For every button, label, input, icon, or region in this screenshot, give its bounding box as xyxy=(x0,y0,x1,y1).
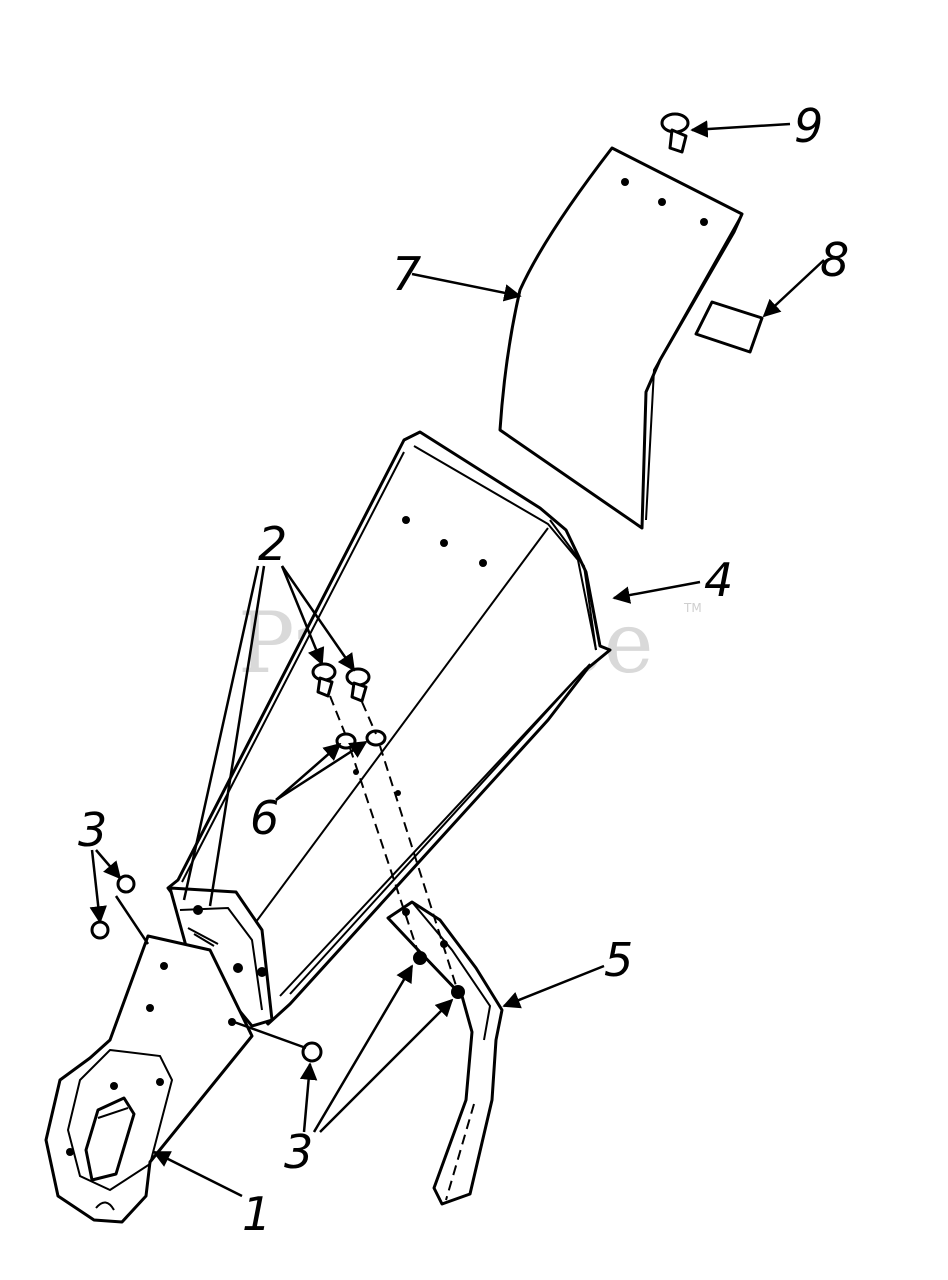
callout-4: 4 xyxy=(704,553,733,607)
part-5-support-bracket xyxy=(386,900,504,1206)
callout-9: 9 xyxy=(794,99,823,153)
callout-8: 8 xyxy=(820,233,849,287)
part-3-nuts xyxy=(90,874,323,1063)
watermark-trademark: TM xyxy=(683,601,702,615)
callout-labels: 9 8 7 4 2 6 3 5 3 1 xyxy=(78,99,849,1241)
part-6-washers xyxy=(335,729,387,750)
callout-3-left: 3 xyxy=(78,803,107,857)
callout-5: 5 xyxy=(604,933,633,987)
callout-2: 2 xyxy=(258,517,287,571)
part-1-base-adapter xyxy=(44,934,254,1224)
leader-lines xyxy=(89,120,825,1198)
assembly-dash-lines xyxy=(329,695,475,1201)
callout-1: 1 xyxy=(242,1187,271,1241)
part-8-handle xyxy=(694,300,764,354)
chute-base-bracket xyxy=(168,886,274,1028)
callout-7: 7 xyxy=(392,247,421,301)
part-9-bolt xyxy=(660,112,690,154)
callout-3-bottom: 3 xyxy=(284,1125,313,1179)
callout-6: 6 xyxy=(250,791,279,845)
